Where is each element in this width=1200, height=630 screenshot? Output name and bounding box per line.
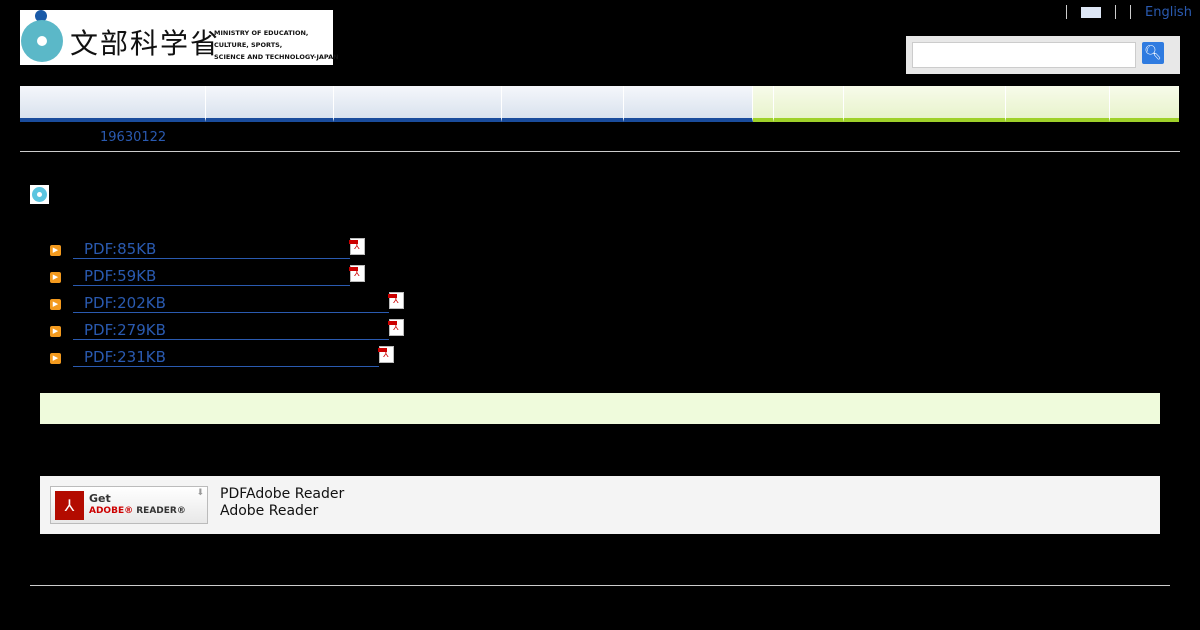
- search-button[interactable]: 🔍︎: [1142, 42, 1164, 64]
- divider: [1130, 5, 1131, 19]
- logo-japanese: 文部科学省: [70, 27, 221, 60]
- bullet-arrow-icon: ▶: [50, 272, 61, 283]
- get-label: Get: [89, 492, 111, 505]
- nav-tab[interactable]: [1110, 86, 1179, 122]
- nav-tab[interactable]: [844, 86, 1006, 122]
- reader-label: READER®: [133, 506, 186, 516]
- reader-text-line: PDFAdobe Reader: [220, 486, 345, 502]
- search-input[interactable]: [912, 42, 1136, 68]
- bullet-arrow-icon: ▶: [50, 299, 61, 310]
- adobe-reader-notice: ⅄ Get ADOBE® READER® ⬇ PDFAdobe Reader A…: [40, 476, 1160, 534]
- pdf-icon: [388, 319, 404, 336]
- footer-divider: [30, 585, 1170, 586]
- nav-tab[interactable]: [774, 86, 844, 122]
- breadcrumb-date: 19630122: [100, 130, 167, 145]
- reader-text: PDFAdobe Reader Adobe Reader: [220, 486, 344, 520]
- info-bar: [40, 393, 1160, 424]
- site-logo[interactable]: 文部科学省 MINISTRY OF EDUCATION, CULTURE, SP…: [20, 10, 339, 65]
- logo-dot: [35, 10, 47, 22]
- nav-tab[interactable]: [20, 86, 206, 122]
- heading-circle-icon: [30, 185, 49, 204]
- adobe-pdf-icon: ⅄: [55, 491, 84, 520]
- pdf-link[interactable]: PDF:279KB: [73, 321, 389, 340]
- nav-tab[interactable]: [1006, 86, 1110, 122]
- nav-tab[interactable]: [334, 86, 502, 122]
- pdf-link[interactable]: PDF:59KB: [73, 267, 350, 286]
- bullet-arrow-icon: ▶: [50, 326, 61, 337]
- divider: [1066, 5, 1067, 19]
- divider: [1115, 5, 1116, 19]
- reader-text-line: Adobe Reader: [220, 503, 319, 519]
- utility-links: English: [1052, 4, 1200, 20]
- nav-tab[interactable]: [624, 86, 753, 122]
- search-icon: 🔍︎: [1144, 45, 1162, 61]
- adobe-label: ADOBE®: [89, 506, 134, 516]
- pdf-icon: [388, 292, 404, 309]
- nav-tab[interactable]: [753, 86, 774, 122]
- pdf-link[interactable]: PDF:231KB: [73, 348, 379, 367]
- pdf-icon: [378, 346, 394, 363]
- logo-english: MINISTRY OF EDUCATION, CULTURE, SPORTS, …: [214, 29, 339, 61]
- text-size-zoom-icon[interactable]: [1081, 6, 1101, 18]
- nav-tab[interactable]: [206, 86, 334, 122]
- bullet-arrow-icon: ▶: [50, 353, 61, 364]
- nav-tab[interactable]: [502, 86, 624, 122]
- adobe-reader-label: ADOBE® READER®: [89, 506, 186, 516]
- global-nav: [20, 86, 1180, 122]
- pdf-link[interactable]: PDF:202KB: [73, 294, 389, 313]
- logo-emblem-icon: [21, 20, 63, 62]
- pdf-icon: [349, 265, 365, 282]
- english-link[interactable]: English: [1145, 4, 1192, 20]
- bullet-arrow-icon: ▶: [50, 245, 61, 256]
- download-arrow-icon: ⬇: [196, 488, 204, 498]
- pdf-icon: [349, 238, 365, 255]
- get-adobe-reader-button[interactable]: ⅄ Get ADOBE® READER® ⬇: [50, 486, 208, 524]
- divider: [20, 151, 1180, 152]
- pdf-link[interactable]: PDF:85KB: [73, 240, 350, 259]
- search-form: 🔍︎: [906, 36, 1180, 74]
